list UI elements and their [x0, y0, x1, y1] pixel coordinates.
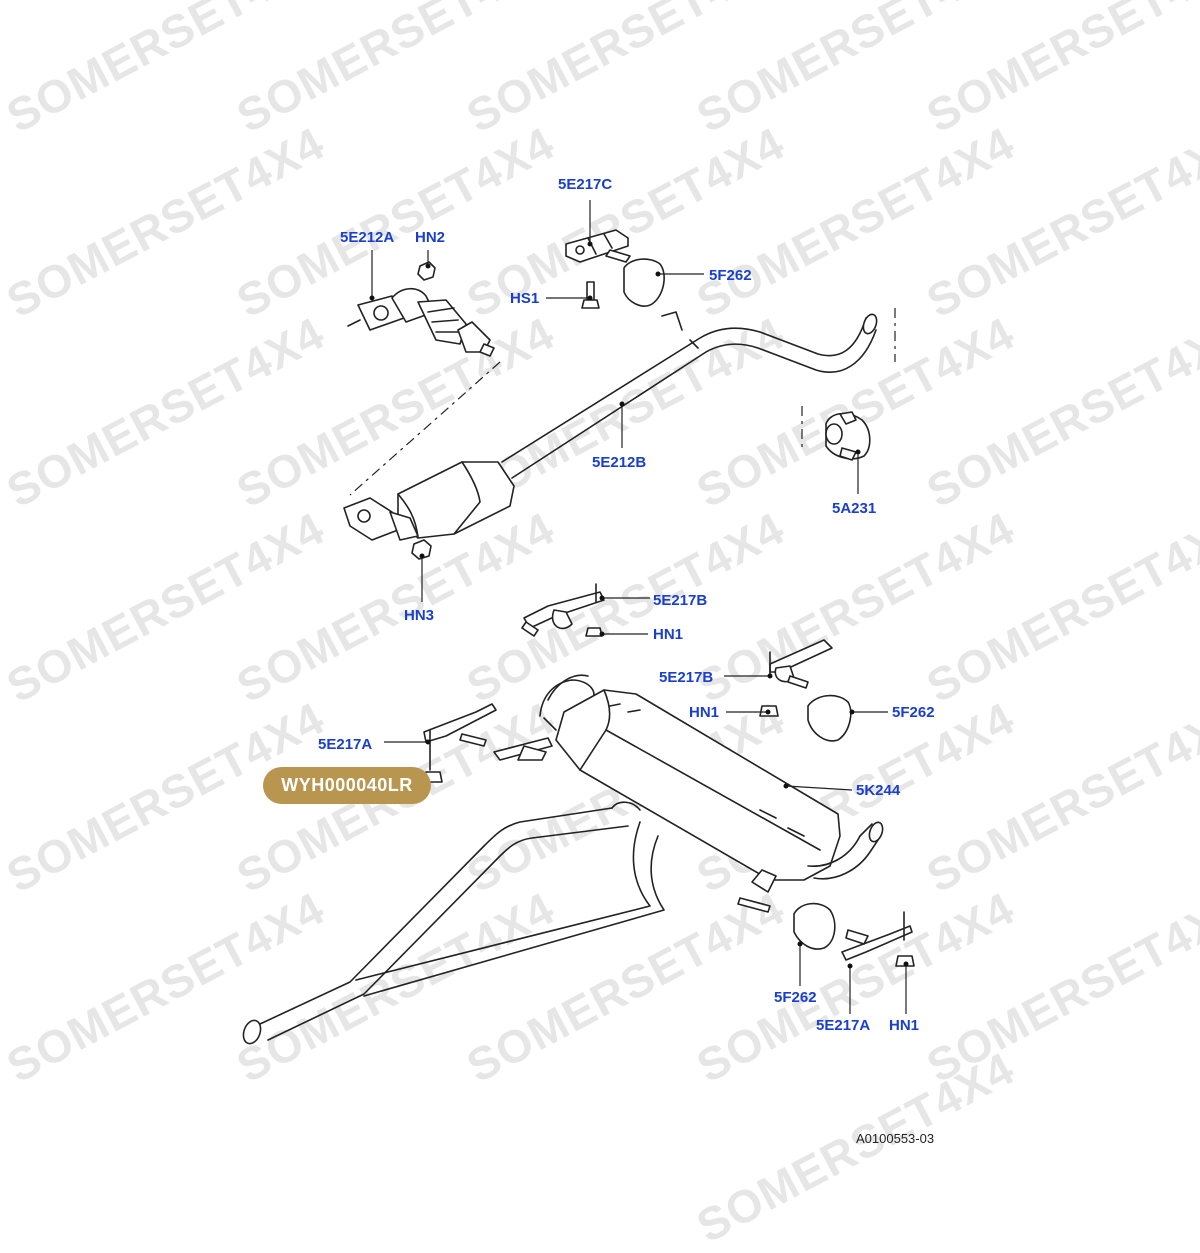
label-5F262-mid: 5F262: [892, 704, 935, 721]
label-5A231: 5A231: [832, 500, 877, 517]
label-5E217B-a: 5E217B: [653, 592, 708, 609]
nut-HN2: [417, 261, 436, 281]
insulator-5F262-bottom: [793, 902, 836, 950]
rear-muffler-5K244: [493, 674, 884, 913]
label-HS1: HS1: [510, 290, 540, 307]
label-HN2: HN2: [415, 229, 446, 246]
leader-lines: [369, 200, 909, 1014]
insulator-5F262-mid: [807, 694, 852, 742]
label-5F262-bottom: 5F262: [774, 989, 817, 1006]
label-5E217A-left: 5E217A: [318, 736, 373, 753]
diagram-reference: A0100553-03: [856, 1131, 935, 1146]
nut-HN3: [411, 539, 432, 560]
insulator-5F262-top: [623, 258, 665, 307]
part-number-badge: WYH000040LR: [263, 767, 431, 804]
label-5E212B: 5E212B: [592, 454, 647, 471]
clamp-5A231: [825, 411, 871, 461]
label-HN1-b: HN1: [689, 704, 720, 721]
label-5K244: 5K244: [856, 782, 901, 799]
bracket-5E217C: [565, 229, 631, 263]
intermediate-pipe-5E212B: [343, 311, 878, 541]
label-HN1-c: HN1: [889, 1017, 920, 1034]
nut-HN1-c: [895, 955, 915, 967]
bracket-5E217B-b: [769, 639, 833, 689]
label-HN1-a: HN1: [653, 626, 684, 643]
guide-line: [349, 361, 501, 496]
nut-HN1-a: [585, 627, 603, 637]
label-HN3: HN3: [404, 607, 435, 624]
front-downpipe-5E212A: [347, 287, 495, 357]
label-5E212A: 5E212A: [340, 229, 395, 246]
label-5E217A-bottom: 5E217A: [816, 1017, 871, 1034]
bracket-5E217B-a: [521, 583, 605, 637]
label-5E217B-b: 5E217B: [659, 669, 714, 686]
label-5E217C: 5E217C: [558, 176, 613, 193]
exhaust-drawing: [242, 200, 915, 1045]
label-5F262-top: 5F262: [709, 267, 752, 284]
bracket-5E217A-left: [423, 703, 497, 771]
tail-y-pipe: [242, 801, 665, 1045]
bracket-5E217A-bottom: [841, 911, 913, 961]
bolt-HS1: [581, 281, 600, 309]
